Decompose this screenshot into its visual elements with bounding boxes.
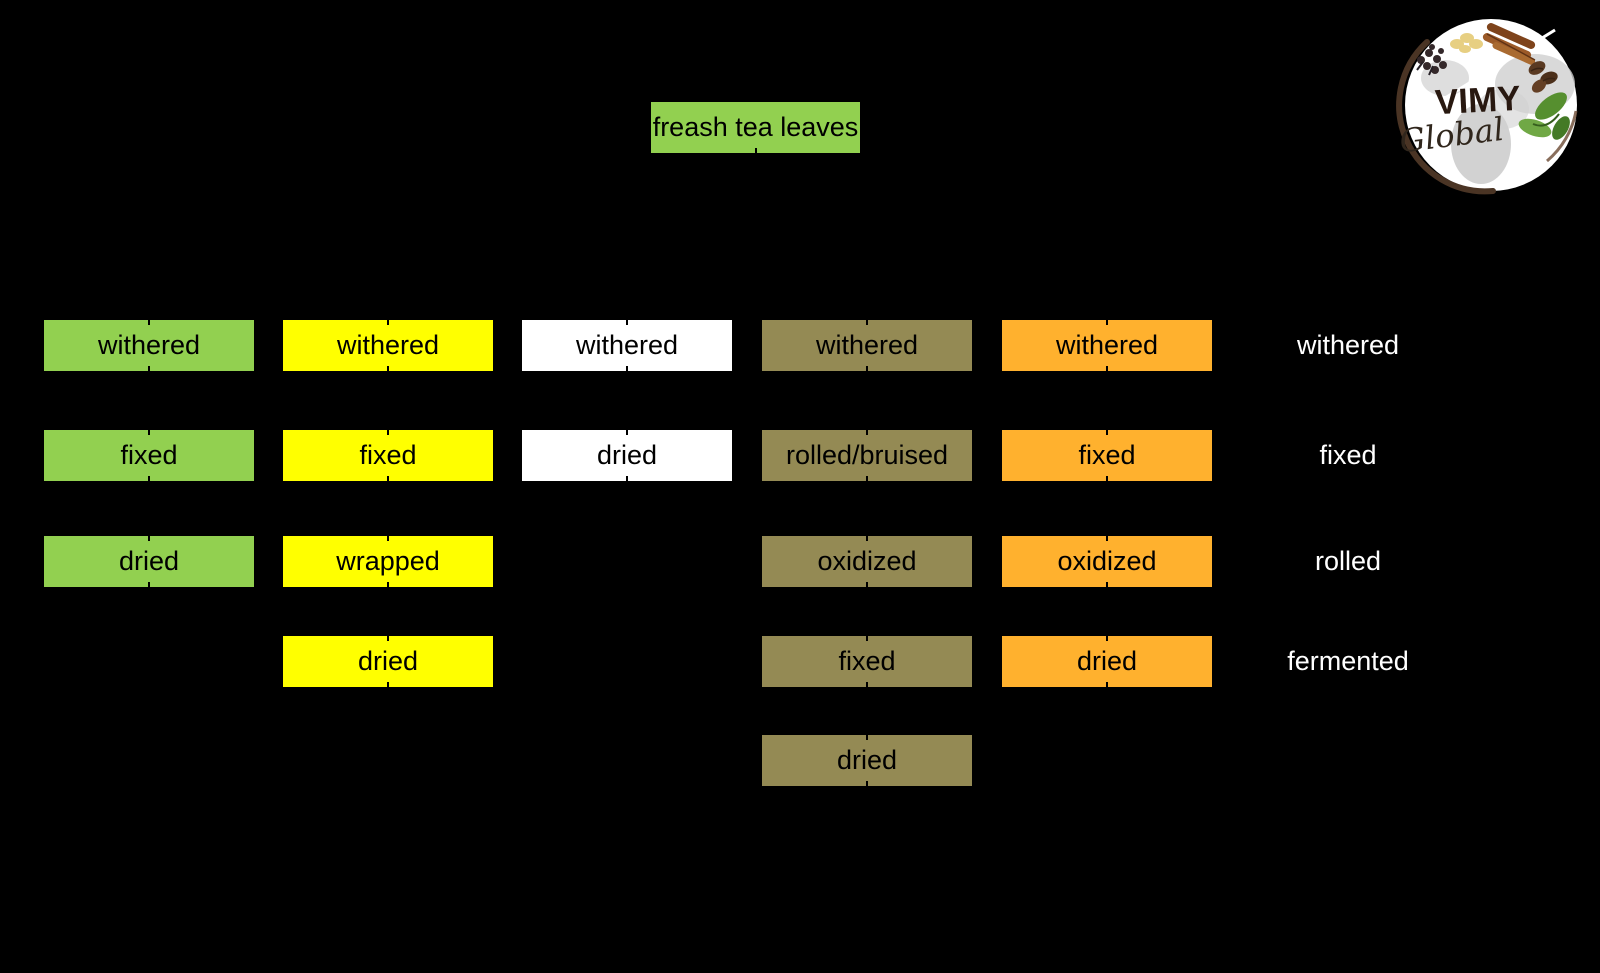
plain-label-column-box: withered xyxy=(1296,330,1400,360)
yellow-column-box: wrapped xyxy=(283,536,493,587)
plain-label-column-box: rolled xyxy=(1314,546,1382,576)
yellow-column-box: withered xyxy=(283,320,493,371)
coffee-beans-icon xyxy=(1528,61,1558,93)
olive-column-box: rolled/bruised xyxy=(762,430,972,481)
logo-brand-text: VIMY xyxy=(1434,79,1522,122)
ginger-icon xyxy=(1450,33,1483,53)
white-column-box: dried xyxy=(522,430,732,481)
cloves-icon xyxy=(1416,44,1447,76)
tea-leaves-icon xyxy=(1518,92,1570,140)
orange-column-box: oxidized xyxy=(1002,536,1212,587)
olive-column-box: oxidized xyxy=(762,536,972,587)
orange-column-box: fixed xyxy=(1002,430,1212,481)
orange-column-box: withered xyxy=(1002,320,1212,371)
yellow-column-box: fixed xyxy=(283,430,493,481)
olive-column-box: dried xyxy=(762,735,972,786)
green-column-box: withered xyxy=(44,320,254,371)
olive-column-box: fixed xyxy=(762,636,972,687)
green-column-box: fixed xyxy=(44,430,254,481)
white-column-box: withered xyxy=(522,320,732,371)
cinnamon-sticks-icon xyxy=(1482,23,1536,65)
vimy-global-logo: VIMY Global xyxy=(1396,19,1578,195)
title-box: freash tea leaves xyxy=(651,102,860,153)
yellow-column-box: dried xyxy=(283,636,493,687)
orange-column-box: dried xyxy=(1002,636,1212,687)
olive-column-box: withered xyxy=(762,320,972,371)
plain-label-column-box: fermented xyxy=(1287,646,1409,676)
green-column-box: dried xyxy=(44,536,254,587)
plain-label-column-box: fixed xyxy=(1319,440,1377,470)
